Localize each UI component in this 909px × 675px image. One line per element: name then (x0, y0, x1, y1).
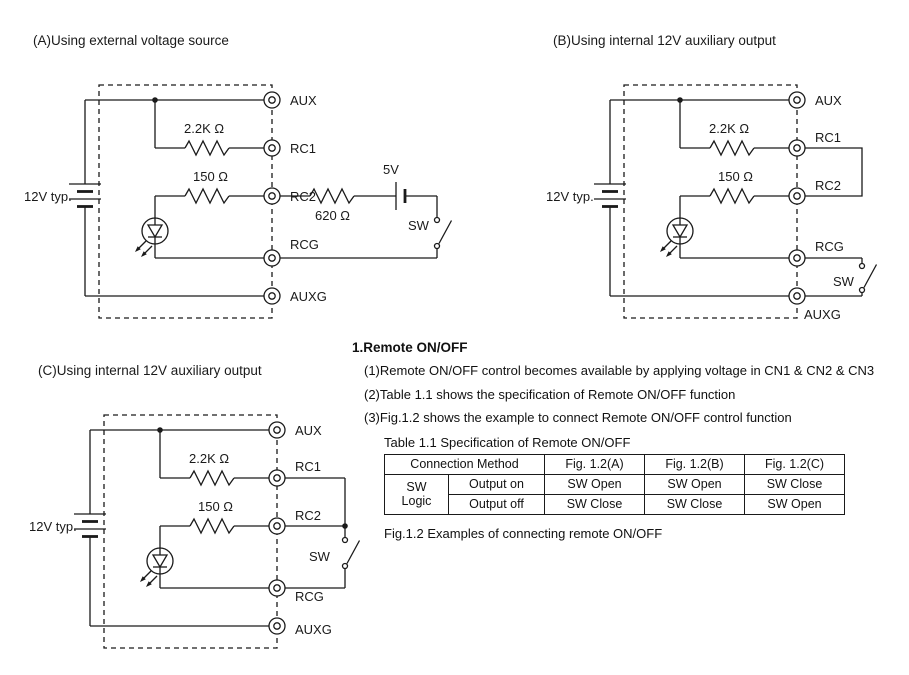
circuit-b-internal (592, 83, 807, 320)
resistor-620-label: 620 Ω (315, 208, 350, 223)
header-fig-a: Fig. 1.2(A) (544, 453, 645, 475)
circuit-b-diagram: (B)Using internal 12V auxiliary output 1… (546, 33, 878, 322)
table-header-row: Connection Method Fig. 1.2(A) Fig. 1.2(B… (384, 453, 845, 475)
voltage-5v-label: 5V (383, 162, 399, 177)
cell-off-b: SW Close (644, 493, 745, 515)
cell-off-a: SW Close (544, 493, 645, 515)
resistor-150-label: 150 Ω (198, 499, 233, 514)
circuit-b-title: (B)Using internal 12V auxiliary output (553, 33, 776, 48)
circuit-b-external-wiring (805, 147, 878, 297)
switch-label: SW (309, 549, 331, 564)
terminal-auxg-label: AUXG (290, 289, 327, 304)
circuit-a-internal (67, 83, 282, 320)
cell-on-a: SW Open (544, 473, 645, 495)
cell-off-c: SW Open (744, 493, 845, 515)
terminal-rc1-label: RC1 (295, 459, 321, 474)
circuit-a-diagram: (A)Using external voltage source 12V typ… (24, 33, 453, 320)
resistor-150-label: 150 Ω (193, 169, 228, 184)
terminal-aux-label: AUX (815, 93, 842, 108)
cell-on-b: SW Open (644, 473, 745, 495)
terminal-rc1-label: RC1 (815, 130, 841, 145)
spec-table: Connection Method Fig. 1.2(A) Fig. 1.2(B… (384, 453, 845, 515)
header-fig-b: Fig. 1.2(B) (644, 453, 745, 475)
circuit-c-external-wiring (285, 477, 361, 589)
resistor-150-label: 150 Ω (718, 169, 753, 184)
header-fig-c: Fig. 1.2(C) (744, 453, 845, 475)
terminal-rc2-label: RC2 (295, 508, 321, 523)
terminal-rcg-label: RCG (295, 589, 324, 604)
note-item-3: (3)Fig.1.2 shows the example to connect … (364, 410, 792, 426)
circuit-a-labels: (A)Using external voltage source 12V typ… (24, 33, 430, 304)
circuit-c-diagram: (C)Using internal 12V auxiliary output 1… (29, 363, 361, 650)
terminal-aux-label: AUX (295, 423, 322, 438)
note-item-1: (1)Remote ON/OFF control becomes availab… (364, 363, 875, 378)
resistor-2k2-label: 2.2K Ω (184, 121, 224, 136)
resistor-2k2-label: 2.2K Ω (709, 121, 749, 136)
switch-icon (433, 216, 453, 250)
rc1-rc2-jumper (805, 147, 863, 197)
note-item-2: (2)Table 1.1 shows the specification of … (364, 386, 736, 402)
spec-table-title: Table 1.1 Specification of Remote ON/OFF (384, 434, 631, 450)
table-row-output-off: Output off SW Close SW Close SW Open (385, 493, 845, 515)
sw-logic-group-label: SW Logic (384, 473, 449, 515)
resistor-2k2-label: 2.2K Ω (189, 451, 229, 466)
circuit-c-title: (C)Using internal 12V auxiliary output (38, 363, 262, 378)
resistor-620-icon (309, 187, 355, 205)
figure-caption: Fig.1.2 Examples of connecting remote ON… (384, 525, 663, 541)
source-label: 12V typ. (24, 189, 72, 204)
terminal-rcg-label: RCG (815, 239, 844, 254)
terminal-auxg-label: AUXG (804, 307, 841, 322)
battery-5v-icon (395, 182, 407, 210)
cell-on-c: SW Close (744, 473, 845, 495)
terminal-rc2-label: RC2 (290, 189, 316, 204)
circuit-a-title: (A)Using external voltage source (33, 33, 229, 48)
switch-label: SW (833, 274, 855, 289)
circuit-b-labels: (B)Using internal 12V auxiliary output 1… (546, 33, 855, 322)
switch-label: SW (408, 218, 430, 233)
terminal-auxg-label: AUXG (295, 622, 332, 637)
table-row-output-on: SW Logic Output on SW Open SW Open SW Cl… (384, 473, 845, 515)
terminal-rcg-label: RCG (290, 237, 319, 252)
junction-dot (342, 523, 348, 529)
terminal-rc2-label: RC2 (815, 178, 841, 193)
source-label: 12V typ. (29, 519, 77, 534)
terminal-rc1-label: RC1 (290, 141, 316, 156)
terminal-aux-label: AUX (290, 93, 317, 108)
circuit-c-internal (72, 413, 287, 650)
section-heading: 1.Remote ON/OFF (352, 340, 468, 355)
switch-icon (341, 536, 361, 570)
circuit-a-external-wiring (280, 182, 453, 259)
source-label: 12V typ. (546, 189, 594, 204)
remote-onoff-section: 1.Remote ON/OFF (1)Remote ON/OFF control… (352, 340, 908, 541)
row-label-output-on: Output on (448, 473, 545, 495)
row-label-output-off: Output off (448, 493, 545, 515)
header-connection-method: Connection Method (384, 453, 545, 475)
switch-icon (858, 262, 878, 294)
circuit-c-labels: (C)Using internal 12V auxiliary output 1… (29, 363, 332, 637)
